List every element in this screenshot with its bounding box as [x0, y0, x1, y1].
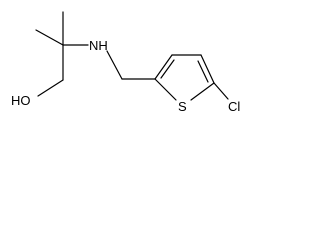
- ring-bond-c4-c5-double: [197, 60, 209, 83]
- ring-bond-c5-s: [190, 82, 215, 101]
- ring-bond-c2-c3-double: [160, 59, 175, 79]
- sulfur-label: S: [178, 99, 187, 114]
- amine-label: NH: [89, 38, 108, 53]
- chlorine-label: Cl: [228, 99, 240, 114]
- hydroxyl-label: HO: [11, 93, 31, 108]
- ring-bond-c4-c5: [200, 54, 215, 84]
- bond-ring-to-cl: [213, 82, 229, 100]
- bond-methyl-left: [35, 29, 64, 46]
- bond-nh-to-ch2: [106, 50, 123, 80]
- structural-formula: HO NH S Cl: [11, 11, 240, 114]
- ring-bond-s-c2: [154, 78, 177, 101]
- ring-bond-c2-c3: [154, 54, 173, 80]
- bond-ch2-to-oh: [37, 79, 64, 97]
